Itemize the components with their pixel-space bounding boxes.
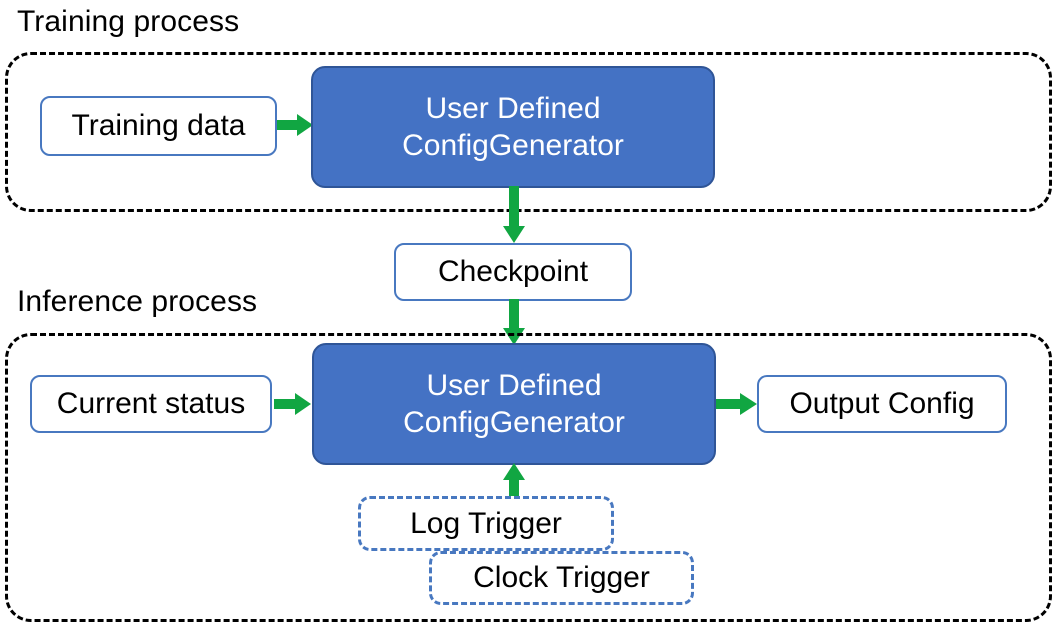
clock-trigger-box[interactable]: Clock Trigger bbox=[429, 551, 694, 605]
generator-line-1: User Defined bbox=[426, 369, 602, 402]
training-process-container bbox=[5, 52, 1052, 212]
current-status-box[interactable]: Current status bbox=[30, 375, 272, 433]
arrow-current-status-to-generator bbox=[274, 391, 314, 417]
training-process-label: Training process bbox=[17, 5, 240, 38]
output-config-box[interactable]: Output Config bbox=[757, 375, 1007, 433]
checkpoint-box[interactable]: Checkpoint bbox=[394, 243, 632, 301]
log-trigger-box[interactable]: Log Trigger bbox=[358, 496, 614, 551]
generator-line-2: ConfigGenerator bbox=[403, 406, 625, 439]
training-data-box[interactable]: Training data bbox=[40, 96, 277, 156]
arrow-training-data-to-generator bbox=[277, 112, 315, 138]
training-config-generator-box[interactable]: User Defined ConfigGenerator bbox=[311, 66, 715, 188]
arrow-training-generator-to-checkpoint bbox=[501, 186, 527, 246]
arrow-generator-to-output-config bbox=[716, 391, 760, 417]
inference-process-container bbox=[5, 333, 1052, 622]
inference-process-label: Inference process bbox=[17, 285, 258, 318]
arrow-triggers-to-generator bbox=[501, 463, 527, 505]
generator-line-1: User Defined bbox=[425, 92, 601, 125]
inference-config-generator-box[interactable]: User Defined ConfigGenerator bbox=[312, 343, 716, 465]
generator-line-2: ConfigGenerator bbox=[402, 129, 624, 162]
